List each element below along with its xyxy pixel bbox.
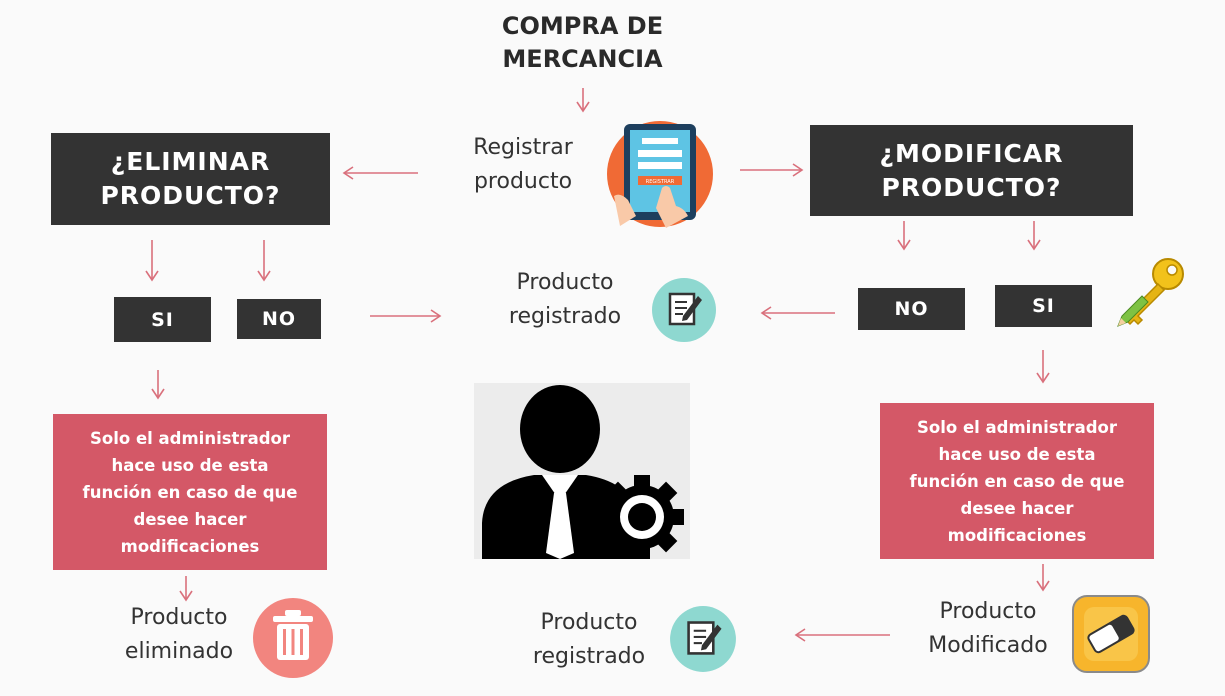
right-no-box: NO xyxy=(858,288,965,330)
admin-note-left: Solo el administrador hace uso de esta f… xyxy=(53,414,327,570)
register-label: Registrar producto xyxy=(452,131,594,199)
registered-mid-line1: Producto xyxy=(516,270,614,295)
right-si-box: SI xyxy=(995,285,1092,327)
modificar-question-line2: PRODUCTO? xyxy=(881,172,1062,202)
admin-note-left-line: función en caso de que xyxy=(82,482,298,502)
trash-icon xyxy=(253,598,333,678)
document-edit-icon xyxy=(670,606,736,672)
admin-note-right-line: modificaciones xyxy=(947,525,1087,545)
admin-note-left-line: desee hacer xyxy=(133,509,247,529)
modificar-question-line1: ¿MODIFICAR xyxy=(879,138,1064,168)
registered-bottom-line2: registrado xyxy=(532,644,646,669)
title-line2: MERCANCIA xyxy=(502,45,663,73)
admin-note-left-line: modificaciones xyxy=(120,536,260,556)
modified-label: Producto Modificado xyxy=(908,595,1068,663)
admin-note-right-line: desee hacer xyxy=(960,498,1074,518)
admin-note-right-line: hace uso de esta xyxy=(938,444,1096,464)
modified-label-line2: Modificado xyxy=(928,633,1048,658)
registered-bottom-line1: Producto xyxy=(540,610,638,635)
admin-user-gear-icon xyxy=(474,383,690,559)
registered-mid-label: Producto registrado xyxy=(490,266,640,334)
document-edit-icon xyxy=(652,278,716,342)
register-label-line1: Registrar xyxy=(473,135,573,160)
registered-mid-line2: registrado xyxy=(508,304,622,329)
left-no-box: NO xyxy=(237,299,321,339)
register-label-line2: producto xyxy=(473,169,573,194)
admin-note-right: Solo el administrador hace uso de esta f… xyxy=(880,403,1154,559)
eliminar-question-line1: ¿ELIMINAR xyxy=(110,147,271,176)
deleted-label: Producto eliminado xyxy=(104,601,254,669)
tablet-register-icon: REGISTRAR xyxy=(607,121,713,228)
eliminar-question-box: ¿ELIMINAR PRODUCTO? xyxy=(51,133,330,225)
admin-note-right-line: Solo el administrador xyxy=(916,417,1117,437)
left-si-box: SI xyxy=(114,297,211,342)
admin-note-left-line: hace uso de esta xyxy=(111,455,269,475)
deleted-label-line2: eliminado xyxy=(124,639,234,664)
admin-note-left-line: Solo el administrador xyxy=(89,428,290,448)
admin-note-right-line: función en caso de que xyxy=(909,471,1125,491)
modified-label-line1: Producto xyxy=(939,599,1037,624)
registered-bottom-label: Producto registrado xyxy=(514,606,664,674)
tablet-button-text: REGISTRAR xyxy=(646,179,675,185)
diagram-title: COMPRA DE MERCANCIA xyxy=(470,10,695,76)
key-pencil-icon xyxy=(1117,258,1184,327)
modificar-question-box: ¿MODIFICAR PRODUCTO? xyxy=(810,125,1133,216)
eraser-icon xyxy=(1072,595,1150,673)
eliminar-question-line2: PRODUCTO? xyxy=(100,181,281,210)
title-line1: COMPRA DE xyxy=(501,12,664,40)
deleted-label-line1: Producto xyxy=(130,605,228,630)
